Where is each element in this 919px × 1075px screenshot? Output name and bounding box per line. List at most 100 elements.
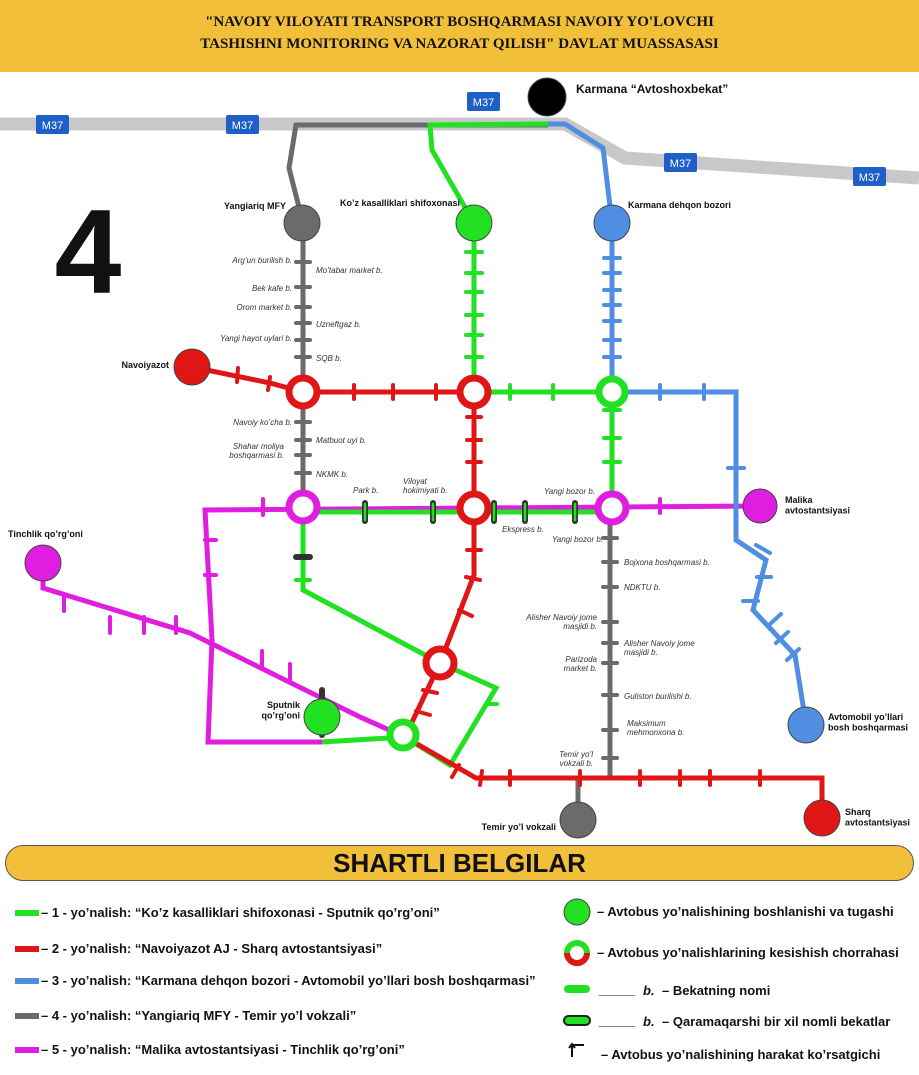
route-3-line [548,121,809,725]
route-2-line [191,364,825,818]
label-koz: Ko’z kasalliklari shifoxonasi [340,198,460,208]
legend-opposite-text: – Qaramaqarshi bir xil nomli bekatlar [662,1014,891,1029]
intersection-marker [422,645,458,681]
intersection-marker [285,374,321,410]
legend-title: SHARTLI BELGILAR [333,848,586,878]
intersection-marker [595,375,629,409]
terminal-tinchlik [24,544,62,582]
legend-arrow-text: – Avtobus yo’nalishining harakat ko’rsat… [601,1047,881,1062]
terminal-malika [742,488,778,524]
stop-sqb: SQB b. [316,354,342,363]
stop-park: Park b. [353,486,378,495]
label-navoiyazot: Navoiyazot [121,360,169,370]
legend-swatch-route-1 [15,910,39,916]
intersection-marker [456,490,492,526]
m37-label: M37 [42,120,63,132]
stop-bek: Bek kafe b. [252,284,292,293]
m37-label: M37 [859,172,880,184]
legend-stop-blank: _____ [599,982,636,997]
intersection-marker [594,490,630,526]
legend-opposite-b: b. [643,1014,655,1029]
legend-stop-b: b. [643,983,655,998]
terminal-yangiariq [283,204,321,242]
terminal-temir [559,801,597,839]
m37-signs: M37 M37 M37 M37 M37 [36,92,886,186]
route-number: 4 [55,185,122,319]
legend-route-3: – 3 - yo’nalish: “Karmana dehqon bozori … [41,973,536,988]
legend-swatch-route-5 [15,1047,39,1053]
label-karmana-avtoshox: Karmana “Avtoshoxbekat” [576,82,728,96]
stop-yangi-bozor: Yangi bozor b. [552,535,603,544]
m37-label: M37 [473,97,494,109]
route-intersections [285,374,630,752]
stop-ekspress: Ekspress b. [502,525,544,534]
m37-label: M37 [670,158,691,170]
legend-opposite-blank: _____ [599,1013,636,1028]
header-banner: "NAVOIY VILOYATI TRANSPORT BOSHQARMASI N… [0,0,919,72]
legend-terminal-text: – Avtobus yo’nalishining boshlanishi va … [597,904,894,919]
legend-stop-text: – Bekatning nomi [662,983,771,998]
stop-labels: Arg’un burilish b. Mo’tabar market b. Be… [220,256,710,768]
terminal-navoiyazot [173,348,211,386]
stop-argun: Arg’un burilish b. [231,256,292,265]
terminal-labels: Karmana “Avtoshoxbekat” Yangiariq MFY Ko… [8,82,910,832]
stop-orom: Orom market b. [236,303,292,312]
label-temir: Temir yo’l vokzali [482,822,556,832]
legend-terminal-icon [563,898,591,926]
intersection-marker [456,374,492,410]
intersection-marker [285,489,321,525]
m37-label: M37 [232,120,253,132]
route-map: M37 M37 M37 M37 M37 [0,77,919,839]
label-tinchlik: Tinchlik qo’rg’oni [8,529,83,539]
stop-guliston: Guliston burilishi b. [624,692,692,701]
legend-symbol-icons [563,898,591,1057]
terminal-karmana-dehqon [593,204,631,242]
terminal-avtomobil [787,706,825,744]
terminal-sharq [803,799,841,837]
legend-title-bar: SHARTLI BELGILAR [5,845,914,881]
stop-yangi-hayot: Yangi hayot uylari b. [220,334,292,343]
legend-intersection-text: – Avtobus yo’nalishlarining kesishish ch… [597,945,899,960]
stop-uzneft: Uzneftgaz b. [316,320,361,329]
legend-swatch-route-3 [15,978,39,984]
legend-arrow-icon [568,1042,584,1057]
header-line-2: TASHISHNI MONITORING VA NAZORAT QILISH" … [200,36,719,52]
legend-route-4: – 4 - yo’nalish: “Yangiariq MFY - Temir … [41,1008,357,1023]
label-yangiariq: Yangiariq MFY [224,201,286,211]
legend-route-2: – 2 - yo’nalish: “Navoiyazot AJ - Sharq … [41,941,383,956]
route-terminals [24,77,841,839]
stop-kocha: Navoiy ko’cha b. [233,418,292,427]
stop-bojxona: Bojxona boshqarmasi b. [624,558,710,567]
intersection-marker [386,718,420,752]
terminal-sputnik [303,698,341,736]
legend-route-5: – 5 - yo’nalish: “Malika avtostantsiyasi… [41,1042,405,1057]
legend-route-1: – 1 - yo’nalish: “Ko’z kasalliklari shif… [41,905,440,920]
legend-swatch-route-2 [15,946,39,952]
stop-motabar: Mo’tabar market b. [316,266,383,275]
stop-nkmk: NKMK b. [316,470,348,479]
header-line-1: "NAVOIY VILOYATI TRANSPORT BOSHQARMASI N… [205,14,714,30]
stop-yangi-bozor-top: Yangi bozor b. [544,487,595,496]
route-5-line [40,503,761,745]
legend-opposite-icon [563,1015,591,1026]
stop-matbuot: Matbuot uyi b. [316,436,366,445]
legend-intersection-red-arc [564,952,590,966]
terminal-koz [455,204,493,242]
legend-stop-icon [564,985,590,993]
legend-swatch-route-4 [15,1013,39,1019]
label-karmana-dehqon: Karmana dehqon bozori [628,200,731,210]
terminal-karmana-avtoshoxbekat [527,77,567,117]
stop-ticks [62,250,801,787]
m37-highway [0,117,919,185]
